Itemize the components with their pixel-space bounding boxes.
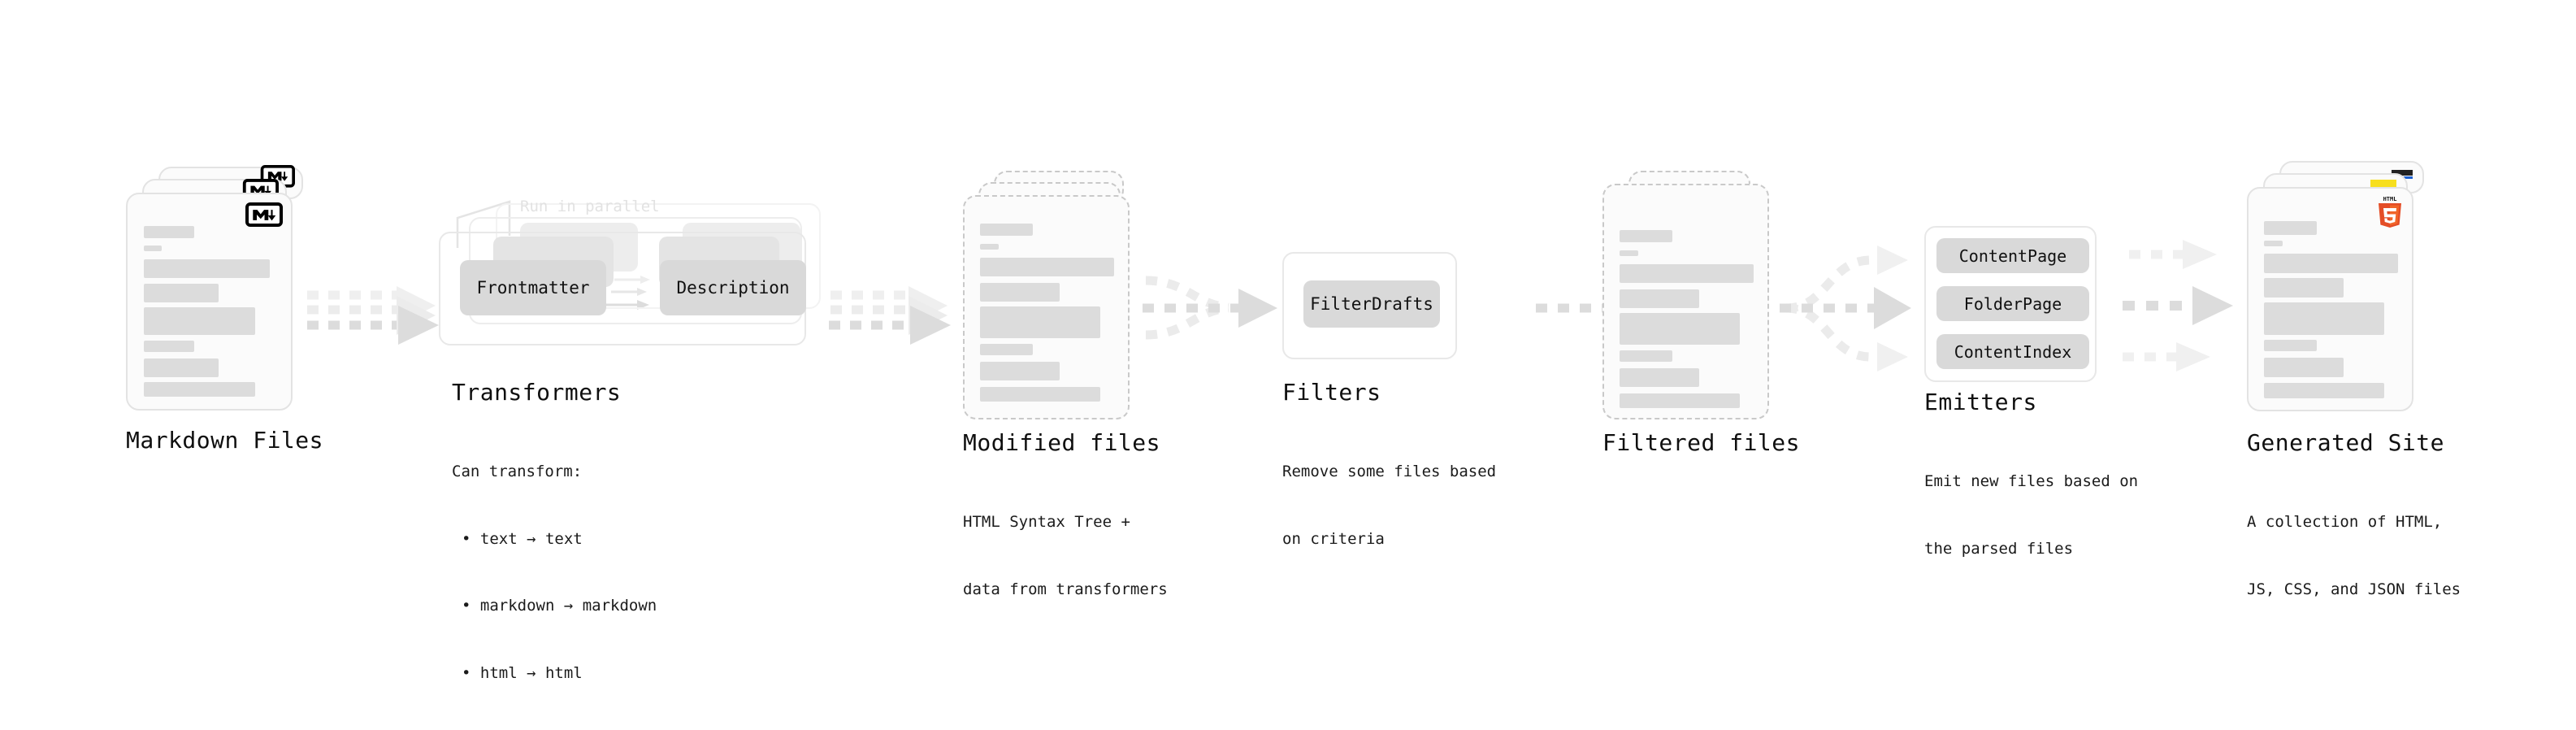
- transformers-title: Transformers: [452, 379, 622, 406]
- transformers-caption: Can transform: • text → text • markdown …: [452, 416, 657, 730]
- markdown-files-title: Markdown Files: [126, 427, 324, 454]
- generated-site-caption-line-1: A collection of HTML,: [2247, 513, 2443, 532]
- arrow-filtered-to-emitters: [1780, 246, 1911, 372]
- emitters-caption: Emit new files based on the parsed files: [1924, 426, 2138, 605]
- document-skeleton: [965, 197, 1128, 418]
- arrow-emitters-to-site: [2123, 240, 2233, 372]
- filtered-files-stack: [1602, 171, 1781, 419]
- svg-text:HTML: HTML: [2383, 196, 2397, 202]
- modified-files-title: Modified files: [963, 429, 1161, 456]
- arrow-markdown-to-transformers: [307, 286, 439, 345]
- transformers-caption-item-0: • text → text: [462, 529, 583, 548]
- pipeline-diagram: Markdown Files Frontmatter Description R…: [126, 161, 2461, 682]
- emitters-panel: ContentPage FolderPage ContentIndex: [1924, 226, 2097, 382]
- modified-files-stack: [963, 171, 1142, 419]
- filtered-files-title: Filtered files: [1602, 429, 1801, 456]
- markdown-files-stack: [126, 165, 305, 411]
- run-in-parallel-label: Run in parallel: [520, 198, 660, 215]
- modified-files-caption-line-2: data from transformers: [963, 580, 1168, 598]
- html5-icon: HTML: [2376, 193, 2404, 229]
- emitters-caption-line-2: the parsed files: [1924, 539, 2074, 558]
- arrow-transformers-to-modified: [829, 286, 951, 345]
- document-front: [963, 195, 1130, 419]
- document-front: [1602, 184, 1769, 419]
- modified-files-caption: HTML Syntax Tree + data from transformer…: [963, 467, 1168, 645]
- transformer-chip-description[interactable]: Description: [660, 260, 806, 315]
- emitters-title: Emitters: [1924, 389, 2037, 415]
- filters-panel: FilterDrafts: [1282, 252, 1457, 359]
- transformer-chip-frontmatter[interactable]: Frontmatter: [460, 260, 606, 315]
- document-skeleton: [128, 194, 291, 409]
- emitter-chip-contentpage[interactable]: ContentPage: [1936, 238, 2089, 273]
- modified-files-caption-line-1: HTML Syntax Tree +: [963, 513, 1130, 532]
- transformer-panel-front: Frontmatter Description: [439, 232, 806, 345]
- emitter-chip-contentindex[interactable]: ContentIndex: [1936, 334, 2089, 369]
- emitter-chip-folderpage[interactable]: FolderPage: [1936, 286, 2089, 321]
- generated-site-stack: HTML: [2247, 161, 2434, 421]
- generated-site-caption-line-2: JS, CSS, and JSON files: [2247, 580, 2461, 598]
- document-front: HTML: [2247, 187, 2413, 411]
- transformers-caption-item-2: • html → html: [462, 664, 583, 683]
- document-skeleton: [2249, 189, 2412, 410]
- filters-title: Filters: [1282, 379, 1381, 406]
- document-skeleton: [1604, 185, 1767, 418]
- filters-caption: Remove some files based on criteria: [1282, 416, 1496, 595]
- transformers-caption-head: Can transform:: [452, 463, 583, 481]
- filters-caption-line-1: Remove some files based: [1282, 463, 1497, 481]
- filters-caption-line-2: on criteria: [1282, 529, 1385, 548]
- emitters-caption-line-1: Emit new files based on: [1924, 472, 2139, 491]
- arrow-modified-to-filters: [1143, 276, 1277, 340]
- generated-site-title: Generated Site: [2247, 429, 2445, 456]
- filter-chip-filterdrafts[interactable]: FilterDrafts: [1303, 280, 1440, 328]
- transformers-group: Frontmatter Description: [439, 199, 845, 354]
- document-front: [126, 193, 293, 411]
- markdown-icon: [245, 202, 283, 227]
- transformers-caption-item-1: • markdown → markdown: [462, 597, 657, 615]
- generated-site-caption: A collection of HTML, JS, CSS, and JSON …: [2247, 467, 2461, 645]
